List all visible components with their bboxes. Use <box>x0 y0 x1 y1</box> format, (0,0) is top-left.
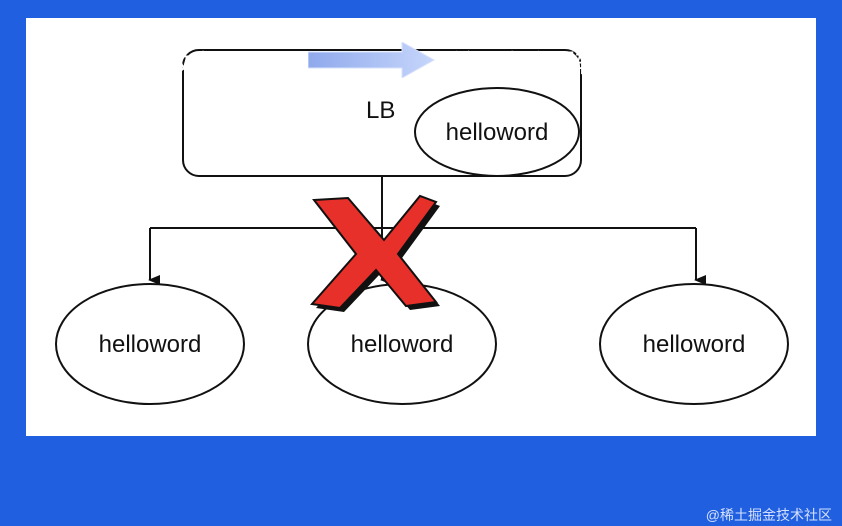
node-left-label: helloword <box>99 331 202 358</box>
lb-inner-label: helloword <box>446 119 549 146</box>
site-watermark: @稀土掘金技术社区 <box>705 507 832 523</box>
right-arrow-icon <box>308 42 436 78</box>
node-left <box>55 283 245 405</box>
lb-label: LB <box>366 97 395 124</box>
node-middle-label: helloword <box>351 331 454 358</box>
diagram-panel: LB helloword helloword helloword hellowo… <box>26 18 816 436</box>
footer-cause-text: Bug导致全crash <box>96 50 277 78</box>
failure-cross-icon <box>310 194 440 312</box>
lb-inner-node <box>414 87 580 177</box>
node-right <box>599 283 789 405</box>
architecture-diagram: LB helloword helloword helloword hellowo… <box>55 49 789 405</box>
node-right-label: helloword <box>643 331 746 358</box>
footer-solution-text: 前置兜底逻辑/cache文件 <box>450 50 724 78</box>
